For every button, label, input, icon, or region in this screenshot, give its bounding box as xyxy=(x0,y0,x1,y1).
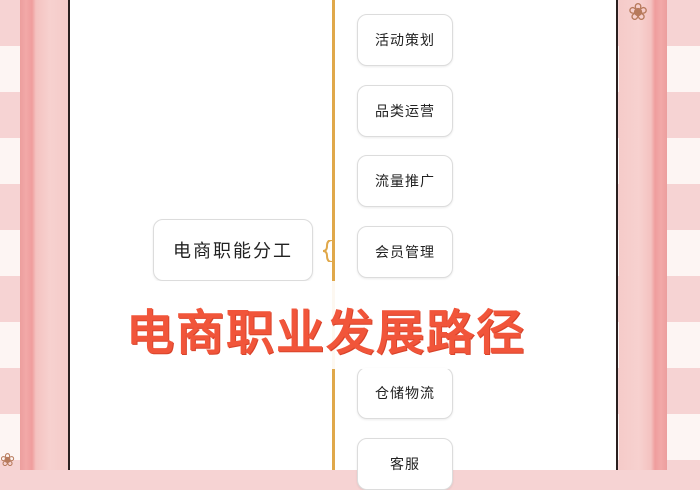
left-frame-edge xyxy=(68,0,70,470)
right-frame-edge xyxy=(616,0,618,470)
flower-decoration-icon: ❀ xyxy=(628,0,649,26)
child-node-label: 客服 xyxy=(390,457,420,473)
child-node-customer-service[interactable]: 客服 xyxy=(357,438,453,490)
child-node-label: 会员管理 xyxy=(375,245,435,261)
child-node-label: 活动策划 xyxy=(375,33,435,49)
child-node-warehouse-logistics[interactable]: 仓储物流 xyxy=(357,367,453,419)
overlay-title: 电商职业发展路径 xyxy=(125,305,526,361)
child-node-label: 品类运营 xyxy=(375,104,435,120)
root-node-label: 电商职能分工 xyxy=(173,241,293,262)
right-pink-frame xyxy=(619,0,667,470)
child-node-label: 流量推广 xyxy=(375,174,435,190)
title-overlay-band xyxy=(118,281,534,369)
brace-connector-icon xyxy=(323,240,333,262)
child-node-traffic-promotion[interactable]: 流量推广 xyxy=(357,155,453,207)
mind-map-spine-line xyxy=(332,0,335,470)
child-node-label: 仓储物流 xyxy=(375,386,435,402)
mind-map-canvas: 电商职能分工 活动策划 品类运营 流量推广 会员管理 仓储物流 客服 xyxy=(70,0,616,490)
left-pink-frame xyxy=(20,0,68,470)
flower-decoration-icon: ❀ xyxy=(0,450,16,471)
child-node-member-management[interactable]: 会员管理 xyxy=(357,226,453,278)
child-node-category-operations[interactable]: 品类运营 xyxy=(357,85,453,137)
root-node[interactable]: 电商职能分工 xyxy=(153,219,313,281)
child-node-activity-planning[interactable]: 活动策划 xyxy=(357,14,453,66)
